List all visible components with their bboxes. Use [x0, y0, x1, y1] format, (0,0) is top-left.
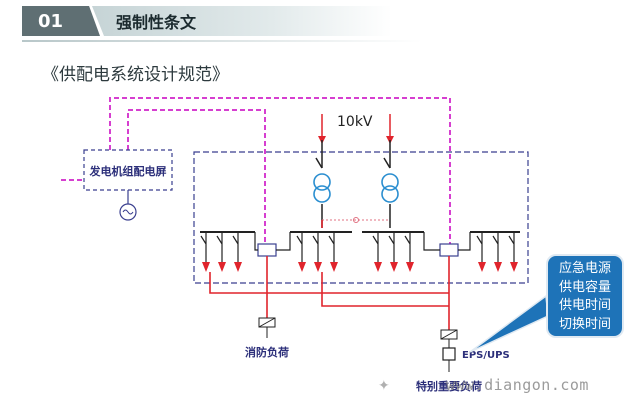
- ats-left: [257, 243, 277, 257]
- generator-panel-label: 发电机组配电屏: [89, 164, 167, 178]
- transformer-left-icon: [313, 173, 331, 203]
- eps-ups-label: EPS/UPS: [462, 350, 510, 361]
- slide-header: 01 强制性条文: [0, 0, 640, 44]
- watermark-text: www.diangon.com: [446, 376, 589, 394]
- callout-line: 供电时间: [558, 298, 611, 313]
- outgoing-feeders: [200, 232, 515, 262]
- section-number: 01: [22, 6, 100, 36]
- feeder-arrows: [202, 262, 518, 272]
- emergency-requirements-callout: 应急电源 供电容量 供电时间 切换时间: [546, 254, 624, 338]
- callout-line: 供电容量: [558, 279, 611, 295]
- incoming-feeder-left: [315, 114, 326, 228]
- switchgear-enclosure: [193, 151, 529, 284]
- header-divider: [22, 40, 422, 42]
- ats-right: [439, 243, 459, 257]
- critical-load-label: 特别重要负荷: [416, 379, 482, 393]
- load-feed-lines: [209, 220, 450, 330]
- section-title: 强制性条文: [92, 6, 392, 36]
- eps-ups-box: [442, 347, 456, 361]
- callout-pointer: [469, 294, 549, 353]
- callout-line: 应急电源: [558, 261, 611, 276]
- callout-line: 切换时间: [558, 316, 611, 332]
- voltage-label: 10kV: [337, 114, 373, 130]
- generator-panel-box: [83, 149, 173, 191]
- transformer-right-icon: [381, 173, 399, 203]
- fire-load-label: 消防负荷: [245, 345, 289, 359]
- document-subtitle: 《供配电系统设计规范》: [42, 65, 229, 85]
- incoming-feeder-right: [383, 114, 394, 228]
- wechat-icon: ✦: [378, 378, 390, 394]
